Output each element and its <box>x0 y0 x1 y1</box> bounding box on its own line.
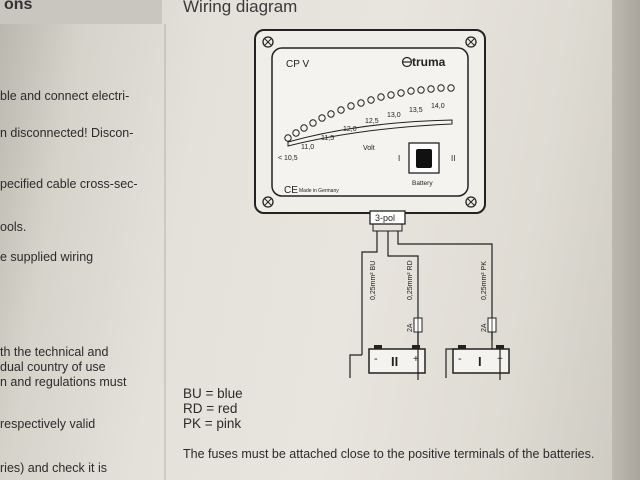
led-indicator <box>397 89 405 97</box>
led-indicator <box>437 84 445 92</box>
text-line: n and regulations must <box>0 375 127 389</box>
battery-ii: - II + <box>368 345 426 374</box>
ce-mark: CE <box>284 185 298 196</box>
text-line: n disconnected! Discon- <box>0 126 134 140</box>
text-line: respectively valid <box>0 417 96 431</box>
switch-label-i: I <box>398 154 400 163</box>
led-indicator <box>292 129 300 137</box>
led-indicator <box>387 91 395 99</box>
svg-text:-: - <box>458 353 462 365</box>
led-indicator <box>427 85 435 93</box>
led-indicator <box>309 119 317 127</box>
led-indicator <box>407 87 415 95</box>
legend-item: RD = red <box>183 401 238 416</box>
scale-label: 14,0 <box>431 103 445 110</box>
scale-label: 12,0 <box>343 126 357 133</box>
battery-name: I <box>478 354 482 369</box>
led-indicator <box>347 102 355 110</box>
text-line: pecified cable cross-sec- <box>0 177 138 191</box>
led-indicator <box>284 134 292 142</box>
wire-label-rd: 0,25mm² RD <box>407 260 414 300</box>
truma-logo-icon <box>401 56 413 68</box>
scale-label: 13,0 <box>387 112 401 119</box>
screw-icon <box>262 36 274 48</box>
svg-text:-: - <box>374 353 378 365</box>
battery-label: Battery <box>412 180 433 187</box>
panel-brand: truma <box>412 55 446 69</box>
screw-icon <box>262 196 274 208</box>
battery-icon <box>368 348 426 374</box>
text-line: dual country of use <box>0 360 106 374</box>
led-indicator <box>337 106 345 114</box>
connector-label: 3-pol <box>375 213 395 223</box>
led-indicator <box>447 84 455 92</box>
switch-rocker <box>416 149 432 168</box>
legend-item: BU = blue <box>183 386 243 401</box>
text-line: ries) and check it is <box>0 461 107 475</box>
screw-icon <box>465 36 477 48</box>
legend-item: PK = pink <box>183 416 242 431</box>
wire-pk <box>397 231 493 355</box>
page-edge-shadow <box>612 0 640 480</box>
led-indicator <box>417 86 425 94</box>
text-line: th the technical and <box>0 345 109 359</box>
led-scale <box>284 84 455 147</box>
scale-label: 11,5 <box>321 135 334 142</box>
scale-unit: Volt <box>363 145 375 152</box>
scale-label: 11,0 <box>301 144 314 151</box>
section-tab: ons <box>0 0 162 24</box>
switch-label-ii: II <box>451 154 455 163</box>
made-in-label: Made in Germany <box>299 188 339 194</box>
led-indicator <box>357 99 365 107</box>
scale-label: 13,5 <box>409 107 423 114</box>
fuse-label: 2A <box>407 323 414 332</box>
fuse-label: 2A <box>481 323 488 332</box>
wire-label-pk: 0,25mm² PK <box>481 261 488 300</box>
scale-wedge <box>287 119 453 147</box>
led-indicator <box>318 114 326 122</box>
wire-label-bu: 0,25mm² BU <box>370 261 377 300</box>
panel-model: CP V <box>286 59 309 70</box>
led-indicator <box>367 96 375 104</box>
ground-wire <box>349 354 362 378</box>
screw-icon <box>465 196 477 208</box>
led-indicator <box>300 124 308 132</box>
fuse-note: The fuses must be attached close to the … <box>183 447 595 461</box>
scale-label: < 10,5 <box>278 155 298 162</box>
text-line: ble and connect electri- <box>0 89 130 103</box>
scale-label: 12,5 <box>365 118 379 125</box>
text-line: e supplied wiring <box>0 250 94 264</box>
ground-wire <box>445 348 458 378</box>
text-line: ools. <box>0 220 27 234</box>
section-tab-label: ons <box>4 0 33 13</box>
page-title: Wiring diagram <box>183 0 298 16</box>
led-indicator <box>377 93 385 101</box>
connector-plug <box>372 223 403 232</box>
wire-rd <box>387 231 419 355</box>
led-indicator <box>327 110 335 118</box>
battery-name: II <box>391 354 398 369</box>
svg-text:+: + <box>413 354 419 365</box>
wire-bu <box>361 231 378 355</box>
